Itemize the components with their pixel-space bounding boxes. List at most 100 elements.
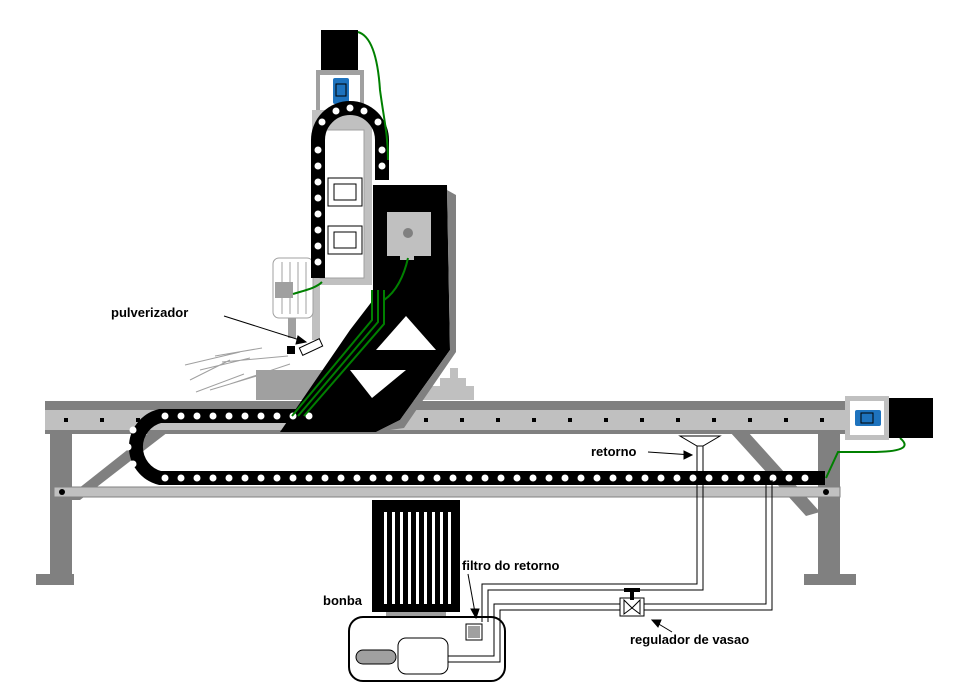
chain-link: [314, 258, 322, 266]
chain-link: [314, 194, 322, 202]
pump-fin: [392, 512, 395, 604]
cable-x-motor: [825, 437, 906, 479]
chain-link: [593, 474, 601, 482]
shavings: [184, 347, 291, 393]
chain-link: [801, 474, 809, 482]
chain-link: [378, 146, 386, 154]
left-foot: [36, 574, 74, 585]
chain-link: [193, 474, 201, 482]
tool-tip: [287, 346, 295, 354]
chain-link: [625, 474, 633, 482]
cables: [291, 31, 906, 479]
pump-assembly: [348, 500, 506, 682]
chain-link: [545, 474, 553, 482]
right-leg: [818, 432, 840, 576]
supply-pipe-inner: [642, 480, 773, 611]
x-cable-chain: [124, 409, 825, 485]
left-leg: [50, 432, 72, 576]
z-motor-mount-left: [316, 70, 320, 112]
chain-link: [161, 412, 169, 420]
chain-link: [360, 107, 368, 115]
chain-link: [374, 118, 382, 126]
chain-link: [225, 412, 233, 420]
gantry-cutout-lower: [350, 370, 406, 398]
chain-link: [346, 104, 354, 112]
chain-link: [378, 162, 386, 170]
chain-link: [449, 474, 457, 482]
top-rail: [45, 401, 845, 434]
x-chain-links: [124, 412, 809, 482]
rail-hole: [820, 418, 824, 422]
chain-link: [241, 474, 249, 482]
rail-hole: [496, 418, 500, 422]
chain-link: [657, 474, 665, 482]
lower-rail-bolt-right: [823, 489, 829, 495]
label-pulverizador: pulverizador: [111, 305, 189, 320]
chain-link: [124, 443, 132, 451]
label-bonba: bonba: [323, 593, 362, 608]
z-motor: [321, 30, 358, 70]
chain-link: [465, 474, 473, 482]
pump-fins: [384, 512, 451, 604]
chain-link: [129, 460, 137, 468]
rail-hole: [532, 418, 536, 422]
chain-link: [314, 226, 322, 234]
chain-link: [257, 474, 265, 482]
leader-lines: [223, 315, 694, 633]
pipes: [448, 435, 773, 663]
chain-link: [273, 412, 281, 420]
z-motor-mount-top: [316, 70, 364, 75]
chain-link: [769, 474, 777, 482]
chain-link: [785, 474, 793, 482]
chain-link: [314, 210, 322, 218]
pump-fin: [440, 512, 443, 604]
pump-fin: [400, 512, 403, 604]
pump-fin: [416, 512, 419, 604]
pump-fin: [384, 512, 387, 604]
rail-hole: [748, 418, 752, 422]
cable-bundle-3: [303, 290, 385, 417]
rail-hole: [460, 418, 464, 422]
flow-regulator-valve: [619, 588, 645, 617]
chain-link: [209, 412, 217, 420]
chain-link: [273, 474, 281, 482]
lower-rail-bolt-left: [59, 489, 65, 495]
chain-link: [337, 474, 345, 482]
chain-link: [305, 412, 313, 420]
rail-hole: [676, 418, 680, 422]
right-foot: [804, 574, 856, 585]
chain-link: [225, 474, 233, 482]
chain-link: [241, 412, 249, 420]
x-motor: [889, 398, 933, 438]
pump-fin: [448, 512, 451, 604]
supply-pipe-to-pump-inner: [448, 609, 622, 663]
z-chain-links: [314, 104, 386, 266]
cable-bundle-1: [291, 290, 373, 417]
chain-link: [177, 412, 185, 420]
rail-hole: [100, 418, 104, 422]
chain-link: [177, 474, 185, 482]
lower-rail: [53, 486, 841, 498]
chain-link: [369, 474, 377, 482]
gantry-motor-wire-clip: [400, 254, 414, 260]
chain-link: [332, 107, 340, 115]
chain-link: [353, 474, 361, 482]
chain-link: [753, 474, 761, 482]
chain-link: [314, 178, 322, 186]
return-pipe-outer: [481, 446, 698, 622]
return-funnel: [678, 435, 722, 447]
supply-pipe-to-pump-outer: [448, 603, 622, 657]
chain-link: [161, 474, 169, 482]
chain-link: [577, 474, 585, 482]
z-bearing-blocks: [327, 177, 363, 255]
chain-link: [481, 474, 489, 482]
label-retorno: retorno: [591, 444, 637, 459]
z-cable-chain: [311, 101, 389, 278]
rail-hole: [784, 418, 788, 422]
x-motor-assembly: [845, 396, 933, 440]
pump-fin: [432, 512, 435, 604]
chain-link: [497, 474, 505, 482]
chain-link: [673, 474, 681, 482]
chain-link: [737, 474, 745, 482]
